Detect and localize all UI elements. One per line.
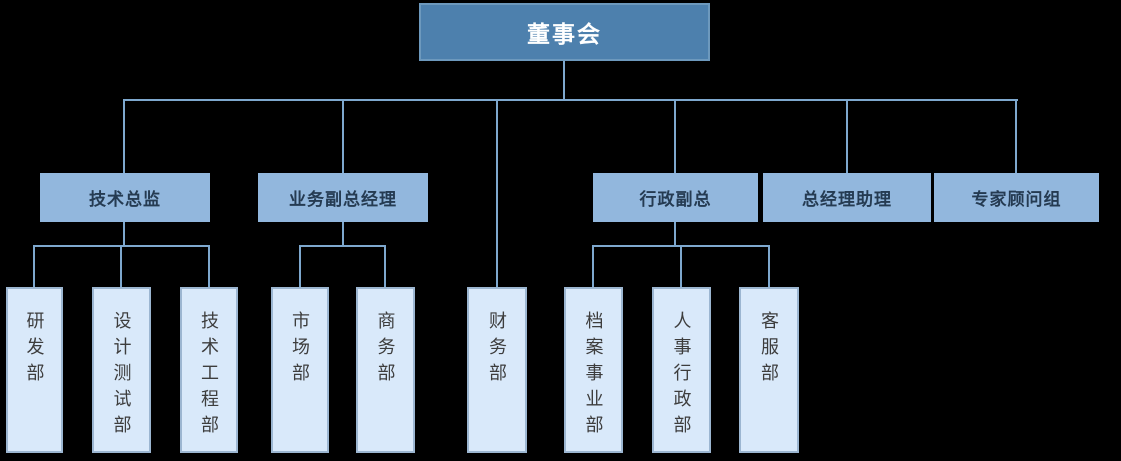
- connector-admin-stem: [674, 222, 676, 246]
- node-rd-dept: 研发部: [6, 287, 63, 453]
- connector-drop-assistant: [846, 99, 848, 174]
- connector-admin-child1: [592, 245, 594, 288]
- connector-tech-child3: [208, 245, 210, 288]
- connector-drop-admin: [674, 99, 676, 174]
- node-finance-dept-label: 财务部: [487, 311, 507, 389]
- node-archives-dept: 档案事业部: [564, 287, 623, 453]
- connector-biz-child2: [384, 245, 386, 288]
- node-hr-admin-dept: 人事行政部: [652, 287, 711, 453]
- node-gm-assistant: 总经理助理: [763, 173, 931, 222]
- node-admin-vice-president: 行政副总: [593, 173, 758, 222]
- node-commerce-dept-label: 商务部: [375, 311, 396, 389]
- node-expert-advisory-group: 专家顾问组: [934, 173, 1099, 222]
- node-tech-engineering-dept: 技术工程部: [180, 287, 238, 453]
- node-technical-director: 技术总监: [40, 173, 210, 222]
- connector-admin-child2: [680, 245, 682, 288]
- node-hr-admin-dept-label: 人事行政部: [671, 311, 692, 441]
- connector-tech-stem: [123, 222, 125, 246]
- connector-biz-bar: [299, 245, 386, 247]
- connector-level1-bus: [123, 99, 1018, 101]
- connector-biz-child1: [299, 245, 301, 288]
- connector-drop-finance: [496, 99, 498, 288]
- node-finance-dept: 财务部: [467, 287, 527, 453]
- node-business-vice-gm: 业务副总经理: [258, 173, 428, 222]
- node-design-testing-dept: 设计测试部: [92, 287, 151, 453]
- node-customer-service-dept: 客服部: [739, 287, 799, 453]
- connector-drop-expert: [1015, 99, 1017, 174]
- node-tech-engineering-dept-label: 技术工程部: [199, 311, 219, 441]
- node-archives-dept-label: 档案事业部: [583, 311, 604, 441]
- node-design-testing-dept-label: 设计测试部: [111, 311, 132, 441]
- node-rd-dept-label: 研发部: [24, 311, 45, 389]
- node-commerce-dept: 商务部: [356, 287, 415, 453]
- connector-drop-tech: [123, 99, 125, 174]
- connector-biz-stem: [342, 222, 344, 246]
- connector-root-stem: [563, 61, 565, 101]
- connector-drop-biz: [342, 99, 344, 174]
- connector-tech-child2: [120, 245, 122, 288]
- node-marketing-dept-label: 市场部: [290, 311, 310, 389]
- node-customer-service-dept-label: 客服部: [759, 311, 779, 389]
- node-marketing-dept: 市场部: [271, 287, 329, 453]
- node-board-of-directors: 董事会: [419, 3, 710, 61]
- connector-admin-child3: [768, 245, 770, 288]
- connector-tech-child1: [33, 245, 35, 288]
